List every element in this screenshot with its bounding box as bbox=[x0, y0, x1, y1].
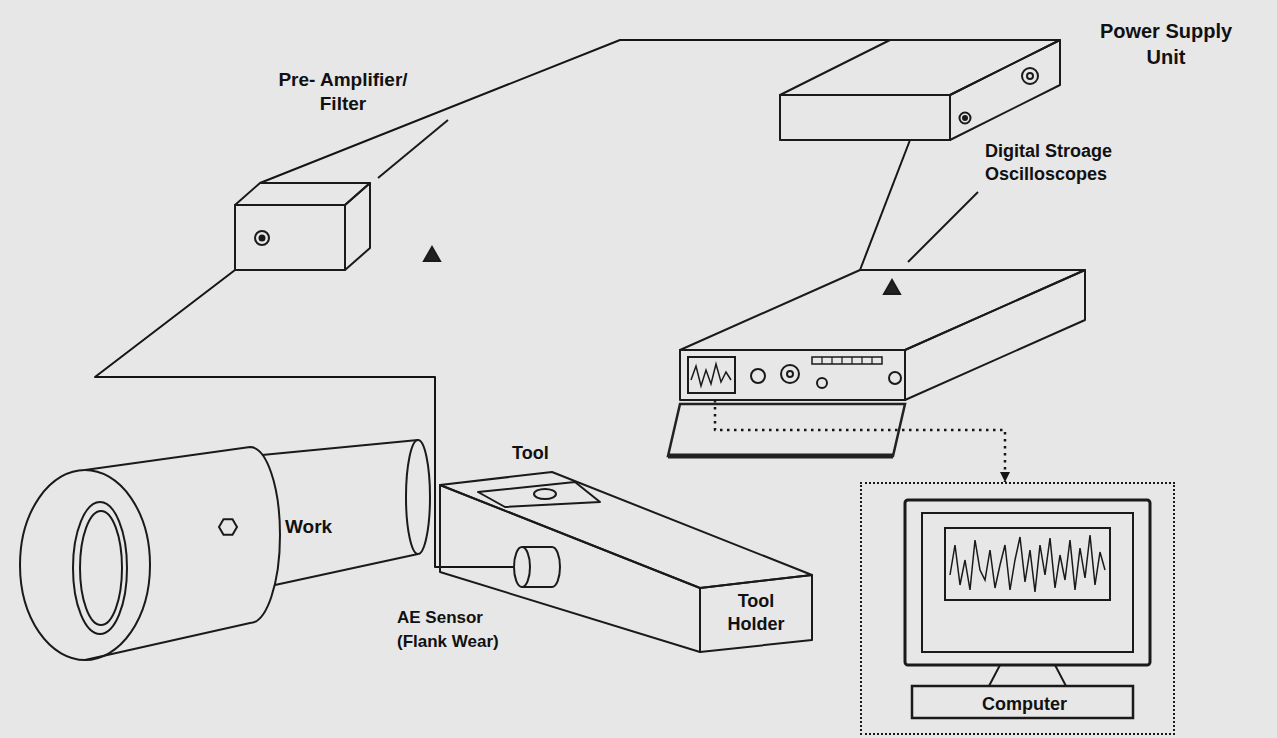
computer-frame: Computer bbox=[860, 482, 1175, 735]
node-label: Pre- Amplifier/ Filter bbox=[268, 68, 418, 116]
label-slot: Work bbox=[285, 516, 355, 539]
monitor-neck bbox=[989, 665, 1066, 686]
knob bbox=[260, 236, 265, 241]
signal-trace bbox=[950, 535, 1105, 592]
scope-screen bbox=[688, 357, 735, 393]
monitor-case bbox=[905, 500, 1150, 665]
label-slot: Computer bbox=[914, 688, 1135, 720]
ae-sensor: AE Sensor (Flank Wear) bbox=[513, 543, 562, 591]
outline-part bbox=[700, 575, 812, 652]
data-link bbox=[715, 400, 1005, 482]
node-label: Power Supply Unit bbox=[1082, 18, 1250, 70]
tool-holder: Tool Holder Tool AE Sensor (Flank Wear) bbox=[440, 448, 812, 652]
node-outline bbox=[235, 183, 370, 270]
button-strip bbox=[822, 357, 872, 364]
hex-bolt bbox=[219, 519, 237, 535]
node-outline bbox=[262, 440, 430, 585]
knob bbox=[963, 116, 967, 120]
outline-part bbox=[514, 547, 530, 587]
label-slot: Pre- Amplifier/ Filter bbox=[268, 68, 418, 116]
outline-part bbox=[780, 40, 1060, 95]
node-label: Work bbox=[285, 516, 355, 539]
outline-part bbox=[780, 95, 950, 140]
outline-part bbox=[262, 440, 418, 455]
outline-part bbox=[440, 472, 812, 588]
chuck-face bbox=[20, 470, 150, 660]
knob bbox=[787, 371, 793, 377]
knob bbox=[751, 369, 765, 383]
label-slot: Power Supply Unit bbox=[1082, 18, 1250, 70]
outline-part bbox=[680, 350, 905, 400]
leader-line bbox=[378, 120, 448, 178]
knob bbox=[1022, 68, 1038, 84]
label-slot: Tool Holder bbox=[716, 590, 796, 637]
outline-part bbox=[680, 270, 1085, 350]
outline-part bbox=[478, 482, 600, 507]
label-slot: AE Sensor (Flank Wear) bbox=[397, 606, 522, 654]
pointer-triangle bbox=[884, 280, 900, 294]
signal-wire bbox=[260, 40, 890, 183]
knob bbox=[781, 365, 799, 383]
power-unit-box: Power Supply Unit bbox=[780, 40, 1060, 140]
signal-wire bbox=[860, 140, 910, 270]
amplifier-box: Pre- Amplifier/ Filter bbox=[235, 183, 370, 270]
scope-stand bbox=[668, 454, 893, 459]
oscilloscope-box: Digital Stroage Oscilloscopes bbox=[680, 270, 1085, 400]
knob bbox=[960, 113, 971, 124]
chuck-bore bbox=[73, 502, 127, 634]
node-label: AE Sensor (Flank Wear) bbox=[397, 606, 522, 654]
outline-part bbox=[275, 554, 418, 585]
monitor-bezel bbox=[922, 513, 1133, 652]
pointer-triangle bbox=[424, 247, 440, 261]
leader-line bbox=[908, 192, 978, 262]
outline-part bbox=[950, 40, 1060, 140]
button-strip bbox=[812, 357, 882, 364]
outline-part bbox=[534, 489, 556, 499]
node-label: Computer bbox=[914, 688, 1135, 720]
node-label: Tool Holder bbox=[716, 590, 796, 637]
chuck-bore bbox=[80, 511, 122, 625]
signal-wire bbox=[95, 270, 513, 567]
knob bbox=[889, 372, 901, 384]
monitor-chart bbox=[945, 528, 1110, 600]
scope-trace bbox=[691, 364, 731, 386]
outline-part bbox=[345, 183, 370, 270]
outline-part bbox=[406, 440, 430, 554]
node-outline bbox=[680, 270, 1085, 400]
node-label: Tool bbox=[512, 443, 567, 465]
label-slot: Digital Stroage Oscilloscopes bbox=[985, 140, 1135, 187]
outline-part bbox=[905, 270, 1085, 400]
outline-part bbox=[235, 205, 345, 270]
knob bbox=[817, 378, 827, 388]
knob bbox=[255, 231, 269, 245]
node-label: Digital Stroage Oscilloscopes bbox=[985, 140, 1135, 187]
node-outline bbox=[513, 543, 562, 591]
label-slot: Tool bbox=[512, 443, 567, 465]
cutting-tool: Tool bbox=[470, 445, 610, 515]
workpiece: Work bbox=[262, 440, 430, 585]
node-outline bbox=[780, 40, 1060, 140]
knob bbox=[1027, 73, 1033, 79]
